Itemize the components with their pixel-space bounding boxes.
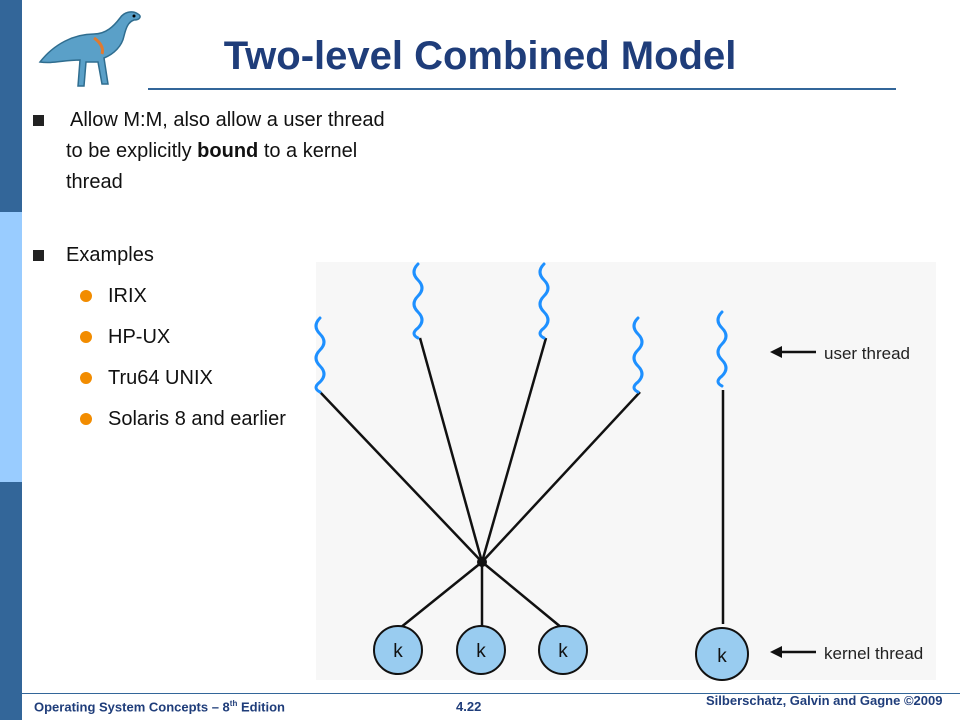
kernel-thread-arrowhead-icon <box>770 646 782 658</box>
bullet-line: thread <box>66 171 123 193</box>
bullet-square-icon <box>33 250 44 261</box>
user-thread-wave <box>314 316 326 394</box>
kernel-thread-node <box>695 627 749 681</box>
bullet-line: to be explicitly bound to a kernel <box>66 140 358 162</box>
example-item: Solaris 8 and earlier <box>108 408 286 430</box>
example-item: Tru64 UNIX <box>108 367 213 389</box>
mapping-line <box>480 337 548 563</box>
bullet-dot-icon <box>80 372 92 384</box>
kernel-thread-node <box>456 625 506 675</box>
kernel-node-label: k <box>393 641 403 662</box>
bullet-line: Allow M:M, also allow a user thread <box>70 109 385 131</box>
diagram-background <box>316 262 936 680</box>
user-thread-wave <box>716 310 728 388</box>
user-thread-label: user thread <box>824 344 910 363</box>
bullet-square-icon <box>33 115 44 126</box>
kernel-thread-node <box>373 625 423 675</box>
mapping-line <box>319 391 483 563</box>
example-item: HP-UX <box>108 326 171 348</box>
mapping-line <box>399 561 483 629</box>
kernel-thread-label: kernel thread <box>824 644 923 663</box>
bullet-dot-icon <box>80 413 92 425</box>
kernel-thread-node <box>538 625 588 675</box>
footer-course: Operating System Concepts – 8th Edition <box>34 698 286 714</box>
kernel-node-label: k <box>558 641 568 662</box>
mapping-lines <box>319 337 725 629</box>
footer-authors: Silberschatz, Galvin and Gagne ©2009 <box>706 693 943 708</box>
bullet-dot-icon <box>80 290 92 302</box>
sidebar-accent <box>0 212 22 482</box>
example-item: IRIX <box>108 285 147 307</box>
footer-divider <box>22 693 960 694</box>
dinosaur-logo-icon <box>38 11 141 87</box>
kernel-node-label: k <box>717 646 727 667</box>
bullet-dot-icon <box>80 331 92 343</box>
kernel-node-label: k <box>476 641 486 662</box>
mapping-line <box>481 391 641 563</box>
multiplex-hub <box>477 557 487 567</box>
user-thread-wave <box>538 262 550 340</box>
user-thread-arrowhead-icon <box>770 346 782 358</box>
user-thread-wave <box>632 316 644 394</box>
examples-label: Examples <box>66 244 154 266</box>
slide-title: Two-level Combined Model <box>223 34 737 78</box>
user-thread-wave <box>412 262 424 340</box>
mapping-line <box>481 561 563 629</box>
mapping-line <box>418 337 484 563</box>
title-divider <box>148 88 896 90</box>
bullet-text: Allow M:M, also allow a user thread to b… <box>66 105 385 198</box>
footer-page-number: 4.22 <box>456 699 482 714</box>
kernel-threads: k k k k <box>373 625 749 681</box>
